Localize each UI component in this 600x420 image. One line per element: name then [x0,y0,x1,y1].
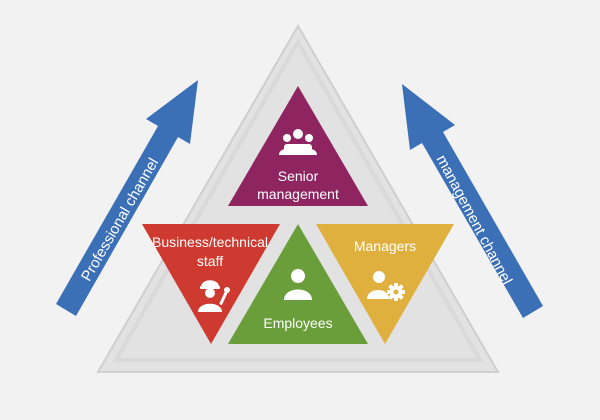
management-channel-label: management channel [433,152,516,287]
employees-shape [228,224,368,344]
professional-channel-label: Professional channel [78,155,162,284]
senior-management-label-line1: Senior [278,168,319,184]
employees-triangle: Employees [228,224,368,344]
person-icon [284,269,312,300]
left-arrow-shape [56,80,198,316]
business-technical-staff-label-line2: staff [197,253,223,269]
team-icon [279,129,317,155]
business-technical-staff-triangle: Business/technical staff [142,224,280,344]
managers-shape [316,224,454,344]
right-arrow-shape [402,84,543,318]
managers-label: Managers [354,238,416,254]
engineer-icon [198,280,230,312]
senior-management-triangle: Senior management [228,86,368,206]
inner-pyramid-frame [112,37,484,362]
manager-gear-icon [367,271,405,301]
employees-label: Employees [263,315,332,331]
business-technical-staff-label-line1: Business/technical [152,234,268,250]
managers-triangle: Managers [316,224,454,344]
senior-management-label-line2: management [257,186,339,202]
